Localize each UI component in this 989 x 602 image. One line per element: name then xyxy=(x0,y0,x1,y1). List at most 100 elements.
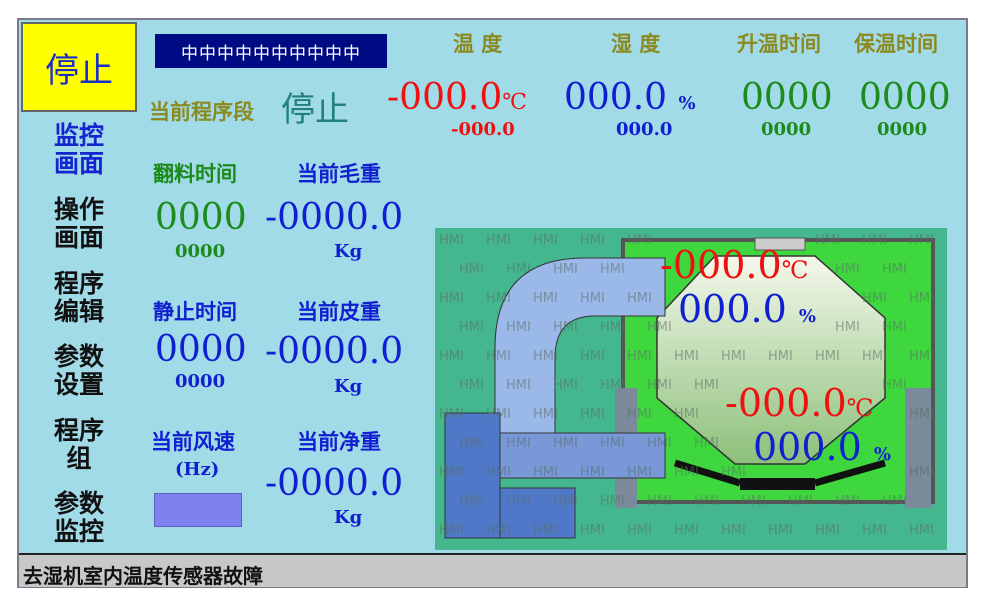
watermark-text: HMI xyxy=(580,349,605,364)
nav-label: 监控 xyxy=(53,517,104,546)
duct-horizontal xyxy=(494,432,666,479)
nav-monitor-screen[interactable]: 监控画面 xyxy=(39,122,119,178)
watermark-text: HMI xyxy=(768,523,793,538)
watermark-text: HMI xyxy=(600,378,625,393)
nav-parameter-settings[interactable]: 参数设置 xyxy=(39,343,119,399)
watermark-text: HMI xyxy=(486,465,511,480)
watermark-text: HMI xyxy=(909,407,934,422)
drum xyxy=(656,255,886,465)
watermark-text: HMI xyxy=(486,291,511,306)
watermark-text: HMI xyxy=(486,523,511,538)
upper-temperature: -000.0℃ xyxy=(660,243,809,287)
watermark-text: HMI xyxy=(768,349,793,364)
watermark-text: HMI xyxy=(580,407,605,422)
humidity-header: 湿 度 xyxy=(611,32,661,56)
temperature-value: -000.0℃ xyxy=(387,77,527,118)
watermark-text: HMI xyxy=(835,494,860,509)
watermark-text: HMI xyxy=(580,233,605,248)
watermark-text: HMI xyxy=(600,494,625,509)
air-duct xyxy=(494,257,666,459)
turn-time-label: 翻料时间 xyxy=(153,162,237,186)
nav-program-group[interactable]: 程序组 xyxy=(39,417,119,473)
hmi-panel: 停止 中中中中中中中中中中 监控画面 操作画面 程序编辑 参数设置 程序组 参数… xyxy=(17,18,968,588)
watermark-text: HMI xyxy=(553,494,578,509)
watermark-text: HMI xyxy=(506,494,531,509)
watermark-text: HMI xyxy=(835,262,860,277)
wind-speed-input[interactable] xyxy=(154,493,242,527)
hold-time-value: 0000 xyxy=(859,77,951,118)
watermark-text: HMI xyxy=(439,349,464,364)
watermark-text: HMI xyxy=(882,320,907,335)
humidity-value: 000.0 % xyxy=(564,77,696,118)
watermark-text: HMI xyxy=(459,378,484,393)
watermark-text: HMI xyxy=(909,233,934,248)
watermark-text: HMI xyxy=(459,262,484,277)
watermark-text: HMI xyxy=(647,494,672,509)
upper-humidity: 000.0 % xyxy=(678,287,816,331)
watermark-text: HMI xyxy=(600,320,625,335)
nav-label: 操作 xyxy=(53,195,104,224)
watermark-text: HMI xyxy=(674,523,699,538)
fan-unit xyxy=(444,412,501,539)
heat-time-value: 0000 xyxy=(741,77,833,118)
fan-base xyxy=(499,487,576,539)
watermark-text: HMI xyxy=(533,233,558,248)
watermark-text: HMI xyxy=(459,436,484,451)
watermark-text: HMI xyxy=(627,233,652,248)
net-weight-label: 当前净重 xyxy=(297,430,381,454)
alarm-status-bar: 去湿机室内温度传感器故障 xyxy=(19,553,966,588)
watermark-text: HMI xyxy=(862,349,887,364)
watermark-text: HMI xyxy=(580,465,605,480)
watermark-text: HMI xyxy=(674,465,699,480)
watermark-text: HMI xyxy=(694,436,719,451)
heat-time-sub: 0000 xyxy=(761,119,812,140)
nav-label: 参数 xyxy=(53,342,104,371)
watermark-text: HMI xyxy=(439,407,464,422)
tare-weight-value: -0000.0 xyxy=(265,331,404,372)
watermark-text: HMI xyxy=(553,320,578,335)
tare-weight-unit: Kg xyxy=(334,376,363,397)
gross-weight-unit: Kg xyxy=(334,241,363,262)
watermark-text: HMI xyxy=(439,465,464,480)
rest-time-value: 0000 xyxy=(155,329,247,370)
rest-time-label: 静止时间 xyxy=(153,300,237,324)
nav-operation-screen[interactable]: 操作画面 xyxy=(39,196,119,252)
nav-label: 监控 xyxy=(53,121,104,150)
right-wall xyxy=(905,388,931,508)
nav-label: 画面 xyxy=(53,223,104,252)
lower-humidity: 000.0 % xyxy=(753,425,891,469)
gross-weight-label: 当前毛重 xyxy=(297,162,381,186)
watermark-text: HMI xyxy=(553,378,578,393)
watermark-text: HMI xyxy=(580,291,605,306)
watermark-text: HMI xyxy=(788,494,813,509)
nav-label: 程序 xyxy=(53,269,104,298)
watermark-text: HMI xyxy=(439,523,464,538)
watermark-text: HMI xyxy=(553,262,578,277)
turn-time-sub: 0000 xyxy=(175,241,226,262)
watermark-text: HMI xyxy=(533,291,558,306)
stop-button[interactable]: 停止 xyxy=(21,22,137,112)
watermark-text: HMI xyxy=(835,320,860,335)
watermark-text: HMI xyxy=(627,291,652,306)
watermark-text: HMI xyxy=(647,378,672,393)
watermark-text: HMI xyxy=(721,349,746,364)
watermark-text: HMI xyxy=(439,233,464,248)
watermark-text: HMI xyxy=(533,407,558,422)
program-segment-label: 当前程序段 xyxy=(149,100,254,124)
tare-weight-label: 当前皮重 xyxy=(297,300,381,324)
nav-label: 画面 xyxy=(53,149,104,178)
nav-parameter-monitor[interactable]: 参数监控 xyxy=(39,490,119,546)
watermark-text: HMI xyxy=(909,349,934,364)
top-vent xyxy=(754,237,806,251)
watermark-text: HMI xyxy=(694,378,719,393)
watermark-text: HMI xyxy=(909,523,934,538)
watermark-text: HMI xyxy=(815,523,840,538)
nav-label: 设置 xyxy=(53,370,104,399)
nav-program-edit[interactable]: 程序编辑 xyxy=(39,270,119,326)
nav-label: 程序 xyxy=(53,416,104,445)
program-segment-value: 停止 xyxy=(281,90,349,130)
watermark-text: HMI xyxy=(627,523,652,538)
watermark-text: HMI xyxy=(721,523,746,538)
dryer-illustration xyxy=(444,237,935,539)
watermark-text: HMI xyxy=(600,262,625,277)
